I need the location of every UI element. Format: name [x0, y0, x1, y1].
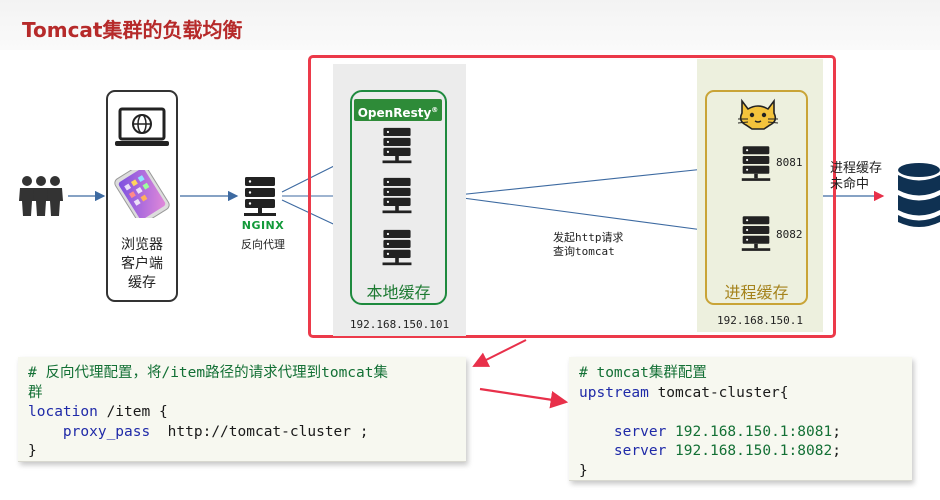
openresty-logo: OpenResty®	[354, 99, 442, 121]
miss-label-line: 进程缓存	[830, 161, 883, 176]
code-comment: 群	[28, 384, 43, 401]
openresty-cache-label: 本地缓存	[366, 283, 431, 302]
callout-arrow-right	[479, 387, 569, 409]
request-label: 发起http请求 查询tomcat	[553, 231, 624, 259]
openresty-frame	[350, 90, 447, 305]
code-address: 192.168.150.1:8082	[666, 443, 833, 459]
client-label: 浏览器 客户端 缓存	[106, 236, 178, 293]
code-line-upstream: upstream tomcat-cluster{	[579, 384, 902, 404]
server-icon	[244, 177, 276, 216]
tomcat-cache-label: 进程缓存	[724, 283, 789, 302]
tomcat-ip: 192.168.150.1	[716, 314, 804, 327]
code-address: 192.168.150.1:8081	[666, 423, 833, 440]
code-keyword: server	[579, 443, 667, 459]
miss-label: 进程缓存 未命中	[830, 161, 882, 193]
code-keyword: proxy_pass	[28, 423, 151, 440]
tomcat-cat-icon	[737, 98, 779, 130]
users-icon	[19, 176, 63, 216]
header-band	[0, 0, 940, 50]
arrow-openresty-to-tomcat-8081	[447, 162, 735, 197]
code-text: http://tomcat-cluster ;	[150, 423, 369, 440]
openresty-ip: 192.168.150.101	[349, 318, 450, 331]
server-icon	[741, 146, 771, 181]
code-text: /item {	[97, 404, 168, 420]
arrow-openresty-to-tomcat-8082	[447, 195, 735, 238]
laptop-globe-icon	[115, 107, 169, 146]
client-label-line: 缓存	[128, 275, 156, 291]
code-text: ;	[832, 423, 841, 440]
client-label-line: 客户端	[121, 256, 163, 272]
highlight-frame	[308, 55, 836, 338]
openresty-logo-mark: ®	[431, 106, 439, 114]
phone-icon	[114, 170, 170, 218]
request-label-line: 发起http请求	[553, 231, 624, 244]
code-line-server-2: server 192.168.150.1:8082;	[579, 442, 902, 462]
code-keyword: location	[28, 404, 98, 420]
tomcat-cluster-config-code: # tomcat集群配置 upstream tomcat-cluster{ se…	[569, 357, 912, 481]
callout-arrow-left	[472, 339, 527, 367]
tomcat-port-8082: 8082	[776, 228, 803, 241]
server-icon	[741, 216, 771, 251]
code-line-location: location /item {	[28, 403, 456, 423]
database-icon	[898, 163, 940, 227]
code-text: ;	[832, 443, 841, 459]
miss-label-line: 未命中	[830, 177, 870, 192]
nginx-caption: 反向代理	[241, 238, 285, 251]
code-text: tomcat-cluster{	[648, 384, 789, 401]
client-label-line: 浏览器	[121, 237, 163, 253]
slide-title: Tomcat集群的负载均衡	[22, 18, 243, 42]
server-icon	[382, 177, 412, 214]
code-comment: # tomcat集群配置	[579, 365, 707, 381]
tomcat-port-8081: 8081	[776, 156, 803, 169]
code-line-proxy: proxy_pass http://tomcat-cluster ;	[28, 423, 456, 443]
code-keyword: upstream	[579, 384, 649, 401]
code-line-blank	[579, 403, 902, 423]
server-icon	[382, 229, 412, 266]
code-comment: # 反向代理配置，将/item路径的请求代理到tomcat集	[28, 365, 388, 381]
code-line-close: }	[579, 462, 588, 479]
request-label-line: 查询tomcat	[553, 245, 615, 258]
nginx-config-code: # 反向代理配置，将/item路径的请求代理到tomcat集 群 locatio…	[18, 357, 466, 462]
code-keyword: server	[579, 423, 667, 440]
openresty-logo-text: OpenResty	[357, 106, 432, 120]
nginx-logo: NGINX	[241, 219, 285, 232]
tomcat-frame	[705, 90, 808, 305]
code-line-server-1: server 192.168.150.1:8081;	[579, 423, 902, 443]
server-icon	[382, 127, 412, 164]
code-line-close: }	[28, 443, 37, 459]
tomcat-panel	[697, 59, 823, 332]
